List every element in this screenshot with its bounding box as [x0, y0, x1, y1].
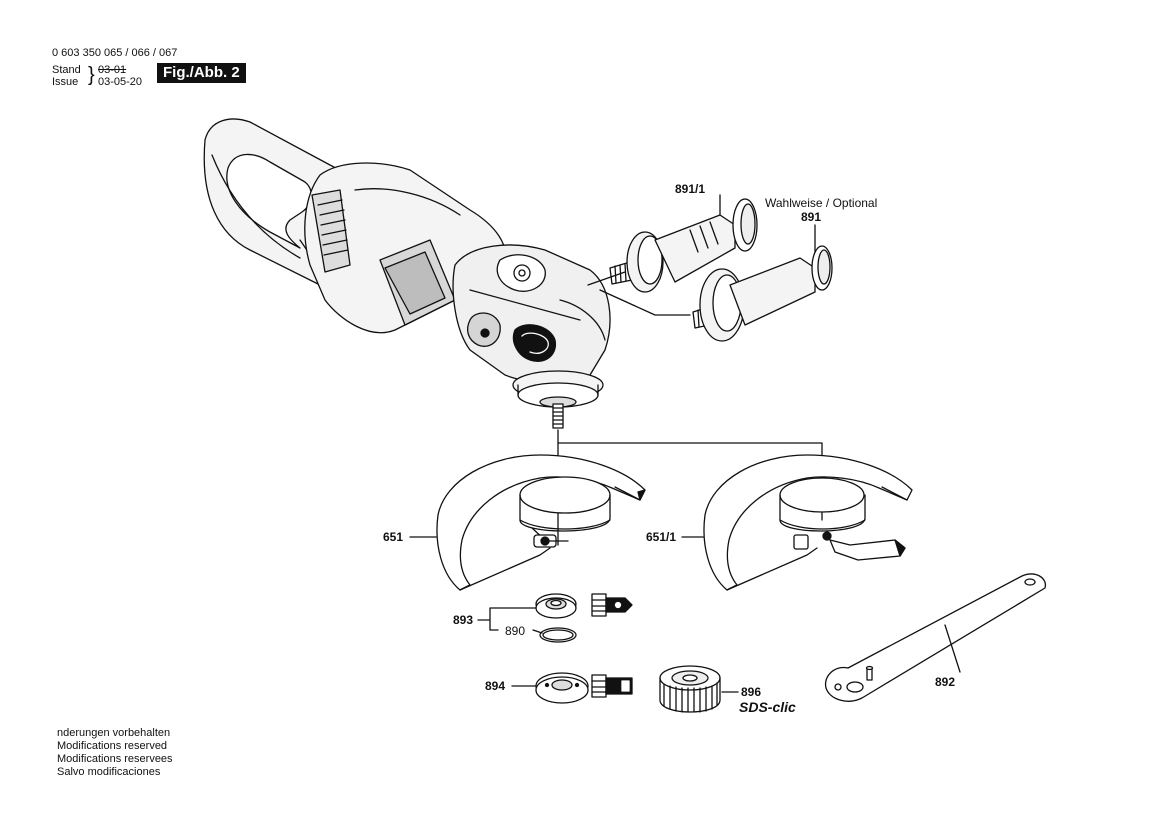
brace-icon: }: [88, 64, 95, 86]
clamping-nut-894: [535, 672, 589, 704]
issue-date: 03-05-20: [98, 76, 143, 88]
footer-line-4: Salvo modificaciones: [57, 766, 161, 778]
footer-line-2: Modifications reserved: [57, 740, 168, 752]
label-sds-clic: SDS-clic: [739, 699, 796, 715]
label-892: 892: [935, 675, 956, 689]
label-893: 893: [453, 613, 474, 627]
issue-label: Issue: [52, 76, 79, 88]
label-651: 651: [383, 530, 404, 544]
label-896: 896: [741, 685, 762, 699]
flange-893: [535, 593, 577, 619]
quick-clamp-nut-896: [659, 665, 721, 713]
label-651-1: 651/1: [646, 530, 677, 544]
label-optional: Wahlweise / Optional: [765, 196, 878, 210]
side-handle-891: [692, 245, 833, 342]
guard-651-1: [703, 454, 913, 591]
mounting-symbol-icon: [591, 674, 633, 698]
label-890: 890: [505, 624, 526, 638]
part-numbers: 0 603 350 065 / 066 / 067: [52, 47, 178, 59]
label-891: 891: [801, 210, 822, 224]
angle-grinder-body: [203, 118, 611, 429]
stand-date: 03-01: [98, 64, 127, 76]
retaining-ring-890: [539, 627, 577, 643]
footer-line-3: Modifications reservees: [57, 753, 173, 765]
label-894: 894: [485, 679, 506, 693]
two-pin-spanner-892: [824, 573, 1047, 702]
label-891-1: 891/1: [675, 182, 706, 196]
footer-line-1: nderungen vorbehalten: [57, 727, 171, 739]
side-handle-891-1: [609, 198, 758, 293]
guard-651: [436, 454, 646, 591]
mounting-symbol-icon: [591, 593, 633, 617]
stand-label: Stand: [52, 64, 81, 76]
figure-label: Fig./Abb. 2: [157, 63, 246, 83]
